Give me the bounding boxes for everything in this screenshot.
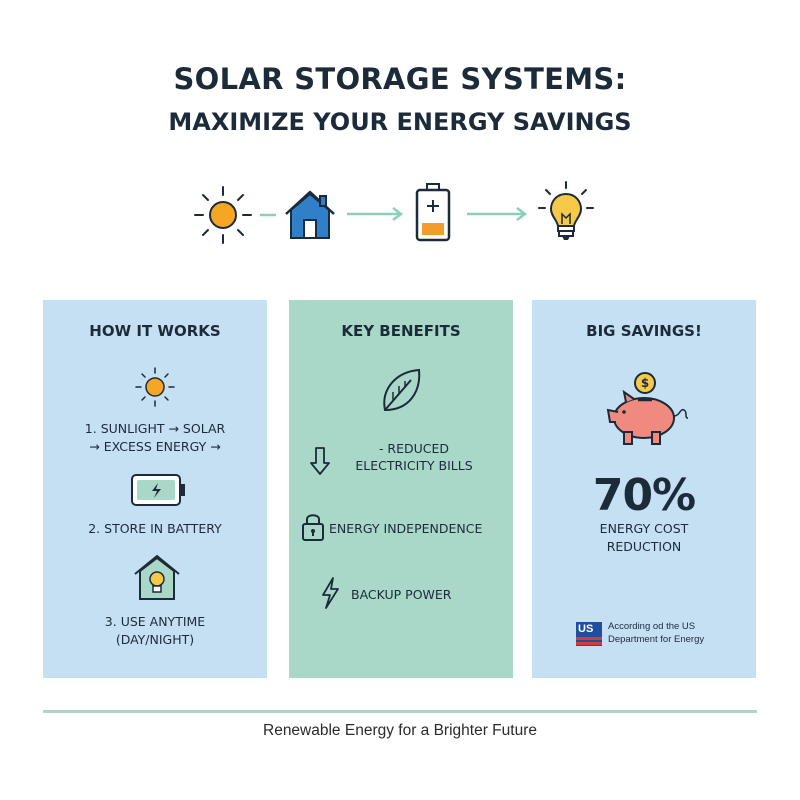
how-it-works-title: HOW IT WORKS	[89, 322, 221, 340]
home-lightbulb-icon	[134, 554, 180, 600]
key-benefits-panel: KEY BENEFITS - REDUCED ELECTRICITY BILLS…	[289, 300, 513, 678]
lightbulb-icon	[538, 181, 594, 240]
dash-connector	[260, 213, 276, 217]
sun-icon	[194, 186, 252, 244]
arrow-down-icon	[310, 447, 330, 475]
source-line-1: According od the US	[608, 621, 696, 632]
key-benefits-title: KEY BENEFITS	[341, 322, 461, 340]
step-1-line-1: 1. SUNLIGHT → SOLAR	[84, 421, 226, 436]
arrow-right-icon	[347, 207, 404, 221]
leaf-icon	[383, 368, 421, 412]
step-3-line-1: 3. USE ANYTIME	[104, 614, 206, 629]
benefit-2: ENERGY INDEPENDENCE	[329, 521, 483, 536]
flag-label: US	[578, 623, 594, 635]
benefit-1-line-1: - REDUCED	[378, 441, 450, 456]
page-subtitle: MAXIMIZE YOUR ENERGY SAVINGS	[168, 108, 632, 136]
benefit-1-line-2: ELECTRICITY BILLS	[355, 458, 473, 473]
footer-divider	[43, 710, 757, 713]
battery-icon	[415, 183, 451, 242]
lock-icon	[302, 514, 324, 541]
savings-caption-line-2: REDUCTION	[606, 539, 682, 554]
battery-charging-icon	[131, 474, 185, 506]
how-it-works-panel: HOW IT WORKS 1. SUNLIGHT → SOLAR → EXCES…	[43, 300, 267, 678]
lightning-bolt-icon	[322, 577, 339, 609]
us-flag-icon: US	[576, 622, 602, 646]
sun-icon	[135, 367, 175, 407]
step-2: 2. STORE IN BATTERY	[88, 521, 222, 536]
dollar-coin-icon: $	[634, 372, 656, 394]
source-line-2: Department for Energy	[608, 634, 705, 645]
benefit-3: BACKUP POWER	[351, 587, 452, 602]
savings-caption-line-1: ENERGY COST	[599, 521, 689, 536]
energy-flow-diagram	[0, 176, 800, 256]
step-3-line-2: (DAY/NIGHT)	[115, 632, 195, 647]
savings-percent: 70%	[592, 470, 696, 521]
house-icon	[285, 190, 335, 239]
coin-symbol: $	[640, 376, 650, 390]
big-savings-panel: BIG SAVINGS! $ 70% ENERGY COST REDUCTION…	[532, 300, 756, 678]
big-savings-title: BIG SAVINGS!	[586, 322, 702, 340]
step-1-line-2: → EXCESS ENERGY →	[89, 439, 221, 454]
footer-tagline: Renewable Energy for a Brighter Future	[263, 722, 537, 739]
arrow-right-icon	[467, 207, 528, 221]
source-text: According od the US Department for Energ…	[608, 620, 704, 646]
us-flag-graphic	[576, 622, 602, 646]
page-header: SOLAR STORAGE SYSTEMS: MAXIMIZE YOUR ENE…	[0, 62, 800, 136]
page-title: SOLAR STORAGE SYSTEMS:	[173, 62, 627, 96]
piggy-bank-icon	[606, 390, 689, 445]
